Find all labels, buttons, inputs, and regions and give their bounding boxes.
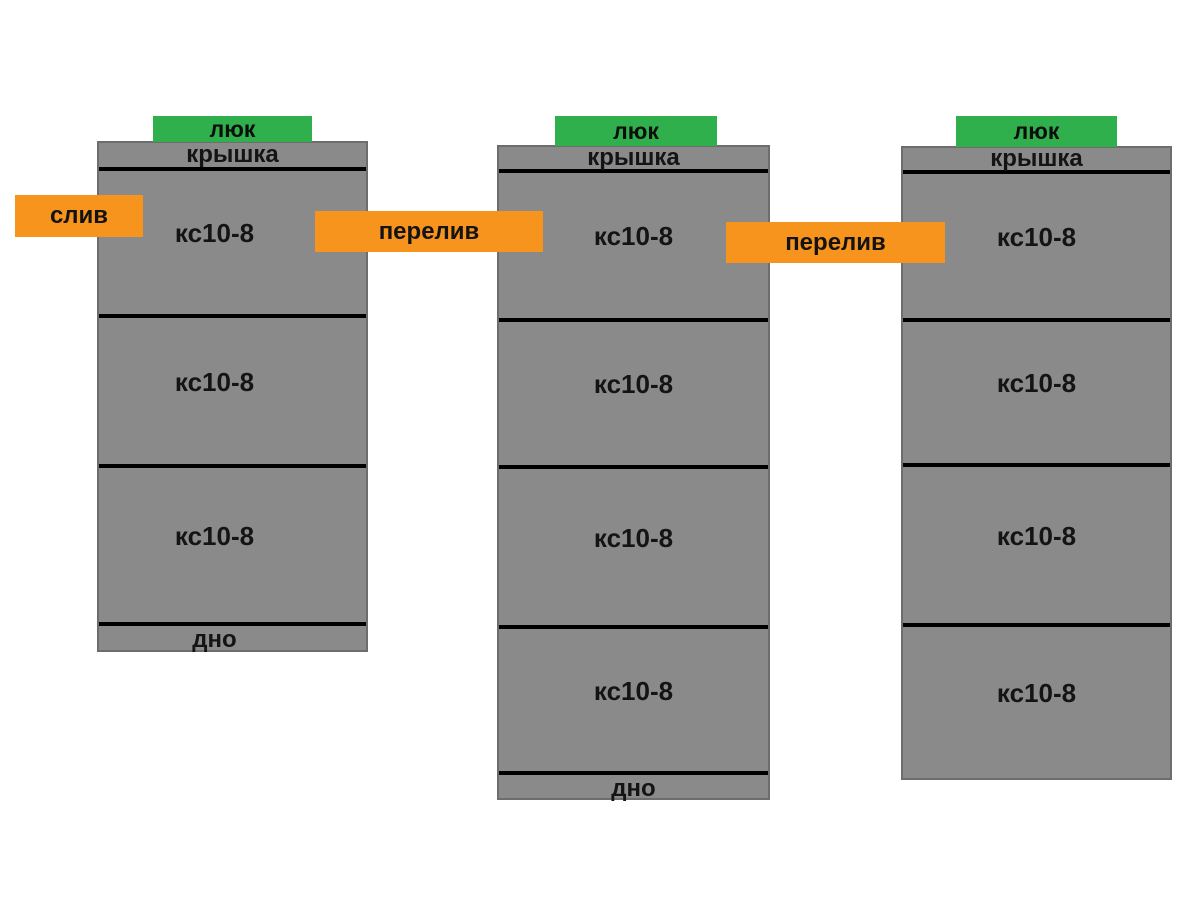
ring-section: кс10-8 bbox=[996, 678, 1077, 708]
well-column-2: крышка кс10-8 кс10-8 кс10-8 кс10-8 дно bbox=[497, 145, 770, 802]
ring-section: кс10-8 bbox=[99, 318, 366, 468]
bottom-label: дно bbox=[192, 626, 237, 653]
bottom-label: дно bbox=[611, 775, 656, 802]
ring-section: кс10-8 bbox=[903, 467, 1170, 627]
ring-section: кс10-8 bbox=[903, 174, 1170, 322]
overflow-pipe-label-2: перелив bbox=[726, 222, 945, 263]
ring-section: кс10-8 bbox=[99, 171, 366, 318]
drain-pipe-label: слив bbox=[15, 195, 143, 237]
manhole-hatch-2: люк bbox=[555, 116, 717, 146]
ring-section: кс10-8 bbox=[99, 468, 366, 626]
ring-section: кс10-8 bbox=[499, 469, 768, 629]
cover-label: крышка bbox=[499, 146, 768, 173]
well-column-3: крышка кс10-8 кс10-8 кс10-8 кс10-8 bbox=[901, 146, 1172, 780]
ring-section: кс10-8 bbox=[499, 322, 768, 469]
ring-section: кс10-8 bbox=[499, 629, 768, 775]
ring-section: кс10-8 bbox=[903, 322, 1170, 467]
manhole-hatch-1: люк bbox=[153, 116, 312, 142]
cover-label: крышка bbox=[903, 147, 1170, 174]
ring-section: кс10-8 bbox=[499, 173, 768, 322]
manhole-hatch-3: люк bbox=[956, 116, 1117, 147]
cover-label: крышка bbox=[99, 143, 366, 171]
overflow-pipe-label-1: перелив bbox=[315, 211, 543, 252]
